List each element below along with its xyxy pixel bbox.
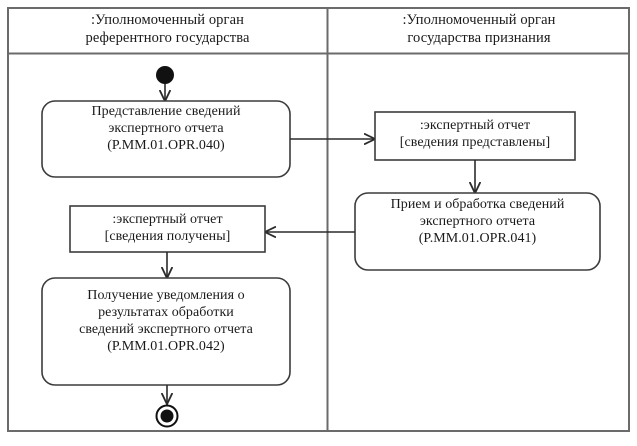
activity-node-opr-040[interactable] [41, 100, 291, 178]
final-node-icon [155, 404, 179, 428]
initial-node-icon [156, 66, 174, 84]
activity-node-opr-042[interactable] [41, 277, 291, 386]
object-node-report-submitted[interactable] [374, 111, 576, 161]
object-node-report-received[interactable] [69, 205, 266, 253]
activity-node-opr-041[interactable] [354, 192, 601, 271]
